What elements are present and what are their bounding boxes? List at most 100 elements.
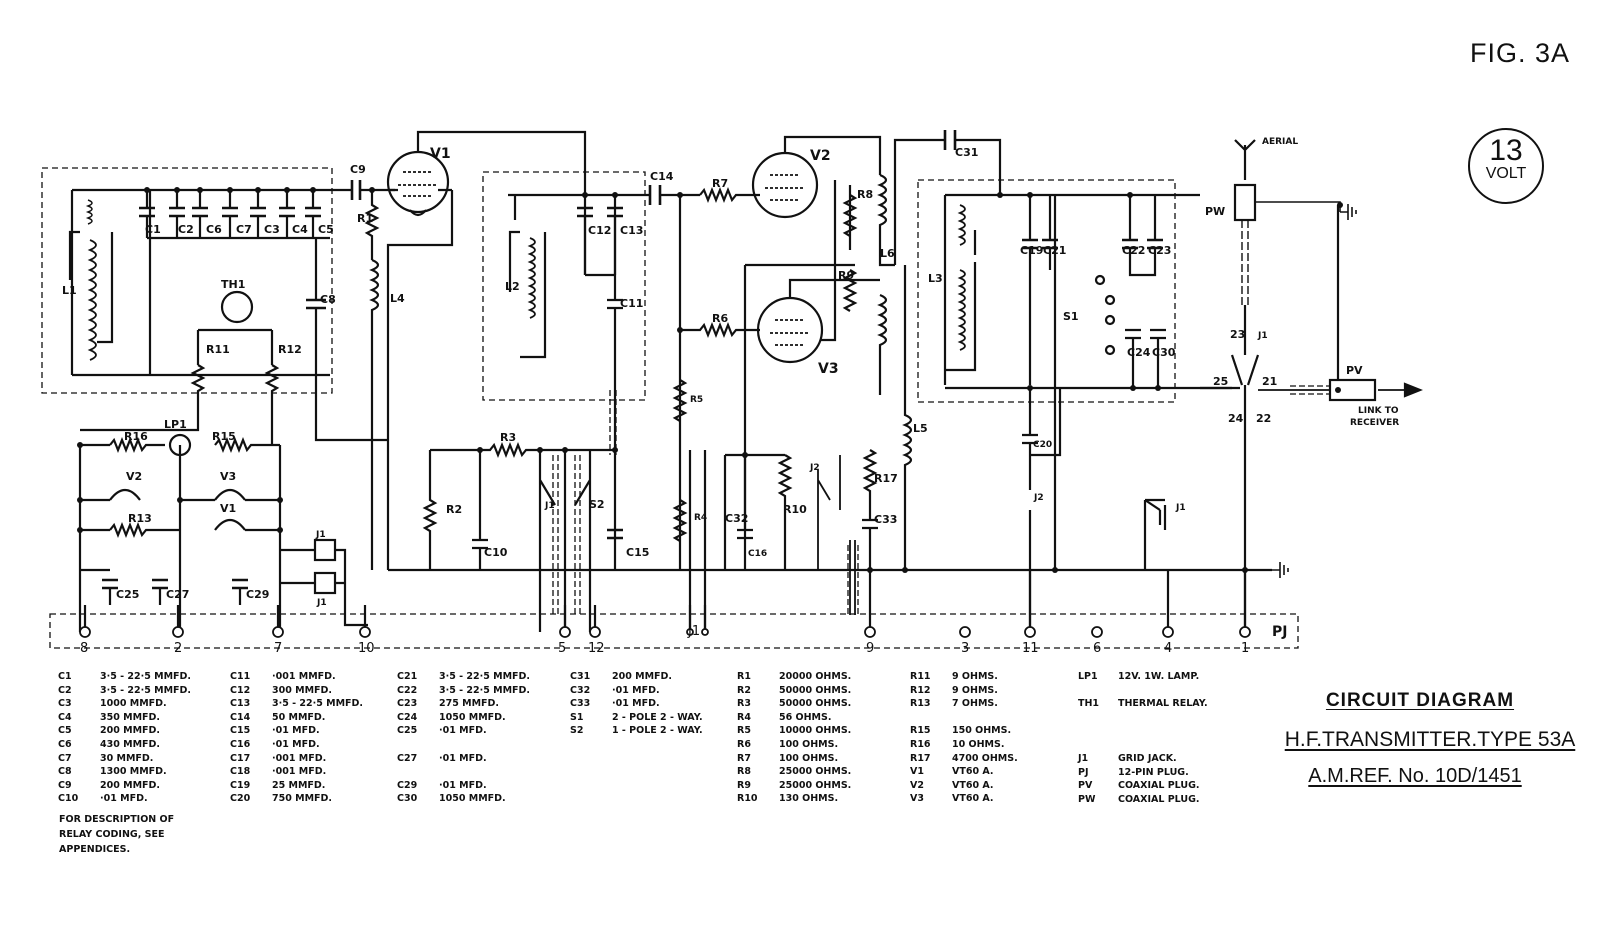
- legend-value: ·01 MFD.: [439, 725, 487, 737]
- label-v3: V3: [818, 361, 839, 377]
- figure-number: FIG. 3A: [1470, 38, 1571, 68]
- label-c5: C5: [318, 223, 334, 236]
- label-c20: C20: [1033, 440, 1052, 450]
- legend-row: PW COAXIAL PLUG.: [1078, 793, 1200, 807]
- screen-box-l1: [41, 167, 333, 394]
- thermal-relay-th1-symbol: [220, 290, 254, 324]
- legend-value: 9 OHMS.: [952, 684, 998, 696]
- legend-row: C18·001 MFD.: [230, 765, 363, 779]
- label-c30: C30: [1152, 346, 1176, 359]
- label-c25: C25: [116, 588, 139, 601]
- legend-ref: C14: [230, 711, 251, 723]
- legend-value: 1 - POLE 2 - WAY.: [612, 725, 703, 737]
- label-aerial: AERIAL: [1262, 137, 1298, 147]
- label-aux-v2: V2: [126, 470, 142, 483]
- label-aux-v1: V1: [220, 502, 236, 515]
- note-line-2: RELAY CODING, SEE: [59, 829, 165, 840]
- legend-ref: PW: [1078, 793, 1096, 805]
- label-c29: C29: [246, 588, 269, 601]
- legend-ref: R15: [910, 725, 931, 737]
- label-relay-j1a: J1: [315, 530, 326, 540]
- legend-ref: R8: [737, 766, 751, 778]
- legend-ref: C17: [230, 752, 251, 764]
- legend-ref: C21: [397, 671, 418, 682]
- label-c23: C23: [1148, 244, 1171, 257]
- legend-ref: C30: [397, 793, 418, 805]
- legend-value: 100 OHMS.: [779, 738, 839, 750]
- legend-value: COAXIAL PLUG.: [1118, 793, 1200, 805]
- legend-ref: C11: [230, 671, 251, 682]
- legend-value: 300 MMFD.: [272, 684, 333, 696]
- legend-ref: C27: [397, 752, 418, 764]
- label-c27: C27: [166, 588, 189, 601]
- legend-value: 1000 MMFD.: [100, 698, 167, 710]
- legend-ref: C16: [230, 738, 251, 750]
- label-c14: C14: [650, 170, 674, 183]
- legend-value: 25000 OHMS.: [779, 779, 852, 791]
- label-r4: R4: [694, 513, 707, 523]
- label-c16: C16: [748, 549, 767, 559]
- legend-value: 50 MMFD.: [272, 711, 326, 723]
- label-th1: TH1: [221, 278, 245, 291]
- label-c19: C19: [1020, 244, 1043, 257]
- label-c11: C11: [620, 297, 643, 310]
- legend-row: C29·01 MFD.: [397, 779, 530, 793]
- label-s2: S2: [589, 498, 605, 511]
- legend-ref: C6: [58, 738, 72, 750]
- legend-ref: R3: [737, 698, 751, 710]
- legend-value: 25000 OHMS.: [779, 766, 852, 778]
- legend-ref: PV: [1078, 780, 1093, 792]
- label-l6: L6: [880, 247, 895, 260]
- label-l1: L1: [62, 284, 77, 297]
- label-c7: C7: [236, 223, 252, 236]
- pj-pin-10: 10: [358, 641, 375, 656]
- legend-value: 9 OHMS.: [952, 671, 998, 682]
- label-relay-j1c: J1: [1175, 503, 1186, 513]
- legend-ref: R16: [910, 738, 931, 750]
- label-c2: C2: [178, 223, 194, 236]
- legend-ref: R11: [910, 671, 931, 682]
- label-l4: L4: [390, 292, 405, 305]
- legend-row: C25·01 MFD.: [397, 724, 530, 738]
- legend-ref: C24: [397, 711, 418, 723]
- legend-ref: S1: [570, 711, 584, 723]
- legend-ref: C13: [230, 698, 251, 710]
- legend-ref: C10: [58, 793, 79, 805]
- legend-value: 200 MMFD.: [100, 779, 161, 791]
- legend-ref: C5: [58, 725, 72, 737]
- note-line-1: FOR DESCRIPTION OF: [59, 814, 175, 825]
- volt-number: 13: [1489, 134, 1523, 167]
- label-c13: C13: [620, 224, 643, 237]
- legend-value: 3·5 - 22·5 MMFD.: [100, 671, 192, 682]
- pj-plug-strip: [49, 613, 1299, 649]
- label-relay-j2: J2: [1033, 493, 1044, 503]
- label-v1: V1: [430, 146, 451, 162]
- legend-ref: C20: [230, 793, 251, 805]
- pj-pin-j1: J1: [687, 624, 700, 639]
- legend-value: ·01 MFD.: [272, 725, 320, 737]
- pj-plug-label: PJ: [1272, 624, 1287, 640]
- legend-value: 200 MMFD.: [612, 671, 673, 682]
- diagram-title: CIRCUIT DIAGRAM: [1325, 690, 1515, 711]
- legend-value: 2 - POLE 2 - WAY.: [612, 711, 703, 723]
